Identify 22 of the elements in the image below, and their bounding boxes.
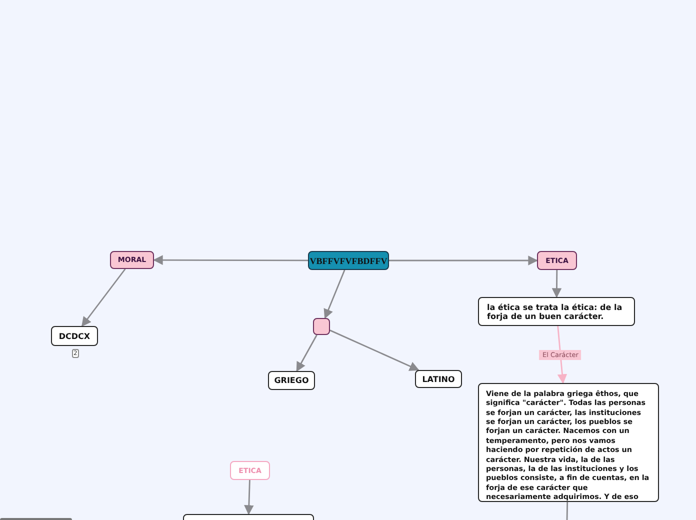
topic-label: DCDCX bbox=[58, 332, 90, 340]
connector-arrow bbox=[81, 268, 126, 327]
connector-arrow bbox=[244, 480, 254, 515]
floating-topic-box bbox=[230, 461, 270, 480]
central-topic-box bbox=[308, 251, 389, 270]
topic-box bbox=[313, 318, 330, 335]
subtopic-box bbox=[478, 297, 635, 326]
connector-arrow bbox=[296, 334, 318, 372]
subtopic-box bbox=[51, 326, 98, 346]
topic-label: la ética se trata la ética: de la forja de un buen carácter. bbox=[487, 302, 624, 320]
subtopic-box bbox=[415, 370, 462, 388]
connector-arrow bbox=[552, 270, 562, 298]
connector-arrow bbox=[153, 255, 308, 265]
topic-label: VBFFVFVFBDFFV bbox=[310, 256, 388, 266]
topic-box bbox=[537, 251, 577, 270]
connector-arrow bbox=[324, 270, 346, 319]
connector-arrow bbox=[330, 330, 420, 371]
subtopic-box bbox=[268, 371, 315, 390]
connector-arrow bbox=[389, 256, 538, 266]
topic-label: GRIEGO bbox=[274, 376, 309, 385]
topic-label: LATINO bbox=[422, 374, 455, 384]
topic-box bbox=[110, 251, 154, 269]
